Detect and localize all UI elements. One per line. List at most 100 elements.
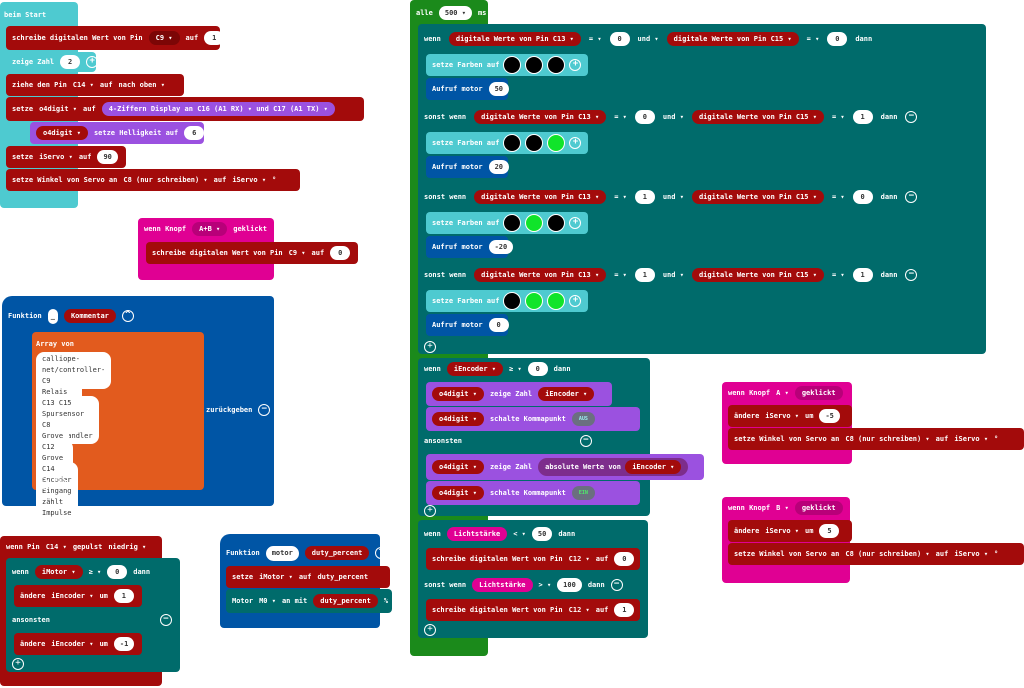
logic-dropdown[interactable]: und xyxy=(663,113,684,121)
collapse-icon[interactable]: ^ xyxy=(375,547,388,559)
function-name[interactable]: Kommentar xyxy=(63,309,116,323)
color-swatch-icon[interactable] xyxy=(547,214,566,232)
toggle-off[interactable]: AUS xyxy=(571,412,595,426)
operator-dropdown[interactable]: = xyxy=(614,193,627,201)
call-motor-block[interactable]: Aufruf motor-20 xyxy=(426,236,514,258)
plus-icon[interactable]: + xyxy=(424,505,436,517)
level-dropdown[interactable]: niedrig xyxy=(108,543,146,551)
variable-dropdown[interactable]: o4digit xyxy=(36,126,88,140)
color-swatch-icon[interactable] xyxy=(503,134,522,152)
plus-icon[interactable]: + xyxy=(86,56,99,68)
servo-angle-block[interactable]: setze Winkel von Servo an C8 (nur schrei… xyxy=(728,543,1024,565)
value-input[interactable]: 100 xyxy=(557,578,582,592)
pin-dropdown[interactable]: C12 xyxy=(569,606,590,614)
color-swatch-icon[interactable] xyxy=(503,292,522,310)
servo-input[interactable]: 90 xyxy=(97,150,118,164)
color-swatch-icon[interactable] xyxy=(547,134,566,152)
write-digital-block[interactable]: schreibe digitalen Wert von Pin C12 auf … xyxy=(426,599,640,621)
value-input[interactable]: -5 xyxy=(819,409,840,423)
write-digital-block[interactable]: schreibe digitalen Wert von Pin C9 auf 1 xyxy=(6,26,225,50)
variable-dropdown[interactable]: iServo xyxy=(39,153,73,161)
pull-direction-dropdown[interactable]: nach oben xyxy=(119,81,165,89)
logic-dropdown[interactable]: und xyxy=(663,271,684,279)
plus-icon[interactable]: + xyxy=(424,341,436,353)
value-input[interactable]: 0 xyxy=(107,565,128,579)
variable-dropdown[interactable]: iEncoder xyxy=(625,460,682,474)
value-input[interactable]: 50 xyxy=(531,527,553,541)
variable-dropdown[interactable]: o4digit xyxy=(39,105,77,113)
variable-dropdown[interactable]: iEncoder xyxy=(538,387,595,401)
variable-dropdown[interactable]: iEncoder xyxy=(51,592,93,600)
value-input[interactable]: 1 xyxy=(204,31,225,45)
servo-pin-dropdown[interactable]: C8 (nur schreiben) xyxy=(123,176,207,184)
change-iservo-block[interactable]: ändere iServo um -5 xyxy=(728,405,852,427)
operator-dropdown[interactable]: = xyxy=(614,271,627,279)
operator-dropdown[interactable]: = xyxy=(589,35,602,43)
operator-dropdown[interactable]: < xyxy=(513,530,526,538)
write-digital-block[interactable]: schreibe digitalen Wert von Pin C9 auf 0 xyxy=(146,242,358,264)
pin-dropdown[interactable]: C17 (A1 TX) xyxy=(273,105,328,113)
pin-dropdown[interactable]: C14 xyxy=(46,543,67,551)
minus-icon[interactable]: − xyxy=(905,269,918,281)
color-swatch-icon[interactable] xyxy=(547,292,566,310)
motor-value-input[interactable]: -20 xyxy=(488,240,514,254)
light-sensor[interactable]: Lichtstärke xyxy=(446,527,508,541)
show-number-block[interactable]: zeige Zahl 2 + xyxy=(6,52,99,72)
pin-dropdown[interactable]: C13 xyxy=(578,193,599,201)
variable-dropdown[interactable]: iEncoder xyxy=(446,362,504,376)
toggle-on[interactable]: EIN xyxy=(571,486,595,500)
value-input[interactable]: 1 xyxy=(634,268,655,282)
value-input[interactable]: 0 xyxy=(852,190,873,204)
value-input[interactable]: 0 xyxy=(634,110,655,124)
pin-dropdown[interactable]: C13 xyxy=(553,35,574,43)
change-iservo-block[interactable]: ändere iServo um 5 xyxy=(728,520,852,542)
plus-icon[interactable]: + xyxy=(569,137,582,149)
variable-dropdown[interactable]: o4digit xyxy=(432,460,484,474)
pin-dropdown[interactable]: C14 xyxy=(73,81,94,89)
pin-dropdown[interactable]: C15 xyxy=(796,271,817,279)
show-number-block[interactable]: o4digit zeige Zahl absolute Werte von iE… xyxy=(426,454,704,480)
port-dropdown[interactable]: M0 xyxy=(259,597,276,605)
variable-dropdown[interactable]: iMotor xyxy=(259,573,293,581)
show-number-block[interactable]: o4digit zeige Zahl iEncoder xyxy=(426,382,612,406)
value-input[interactable]: 0 xyxy=(330,246,351,260)
minus-icon[interactable]: − xyxy=(258,404,271,416)
pin-dropdown[interactable]: C9 xyxy=(289,249,306,257)
pin-dropdown[interactable]: C16 (A1 RX) xyxy=(197,105,252,113)
color-swatch-icon[interactable] xyxy=(525,56,544,74)
variable-dropdown[interactable]: iServo xyxy=(765,412,799,420)
servo-angle-block[interactable]: setze Winkel von Servo an C8 (nur schrei… xyxy=(728,428,1024,450)
param-name[interactable]: duty_percent xyxy=(304,546,370,560)
set-colors-block[interactable]: setze Farben auf+ xyxy=(426,54,588,76)
plus-icon[interactable]: + xyxy=(424,624,436,636)
decimal-point-block[interactable]: o4digit schalte Kommapunkt AUS xyxy=(426,407,640,431)
value-input[interactable]: 1 xyxy=(852,110,873,124)
write-digital-block[interactable]: schreibe digitalen Wert von Pin C12 auf … xyxy=(426,548,640,570)
speed-param[interactable]: duty_percent xyxy=(313,594,378,608)
plus-icon[interactable]: + xyxy=(569,217,582,229)
pin-dropdown[interactable]: C15 xyxy=(796,113,817,121)
color-swatch-icon[interactable] xyxy=(525,134,544,152)
pin-dropdown[interactable]: C9 xyxy=(148,31,180,45)
motor-block[interactable]: Motor M0 an mit duty_percent % xyxy=(226,589,392,613)
variable-dropdown[interactable]: iMotor xyxy=(34,565,83,579)
number-input[interactable]: 2 xyxy=(60,55,81,69)
operator-dropdown[interactable]: = xyxy=(832,113,845,121)
variable-dropdown[interactable]: iServo xyxy=(232,176,266,184)
value-input[interactable]: 0 xyxy=(614,552,635,566)
color-swatch-icon[interactable] xyxy=(503,214,522,232)
logic-dropdown[interactable]: und xyxy=(638,35,659,43)
operator-dropdown[interactable]: = xyxy=(832,193,845,201)
pull-pin-block[interactable]: ziehe den Pin C14 auf nach oben xyxy=(6,74,184,96)
pin-dropdown[interactable]: C12 xyxy=(569,555,590,563)
pin-dropdown[interactable]: C15 xyxy=(771,35,792,43)
value-input[interactable]: 5 xyxy=(819,524,840,538)
operator-dropdown[interactable]: ≥ xyxy=(509,365,522,373)
button-dropdown[interactable]: A+B xyxy=(192,222,228,236)
plus-icon[interactable]: + xyxy=(54,477,66,489)
logic-dropdown[interactable]: und xyxy=(663,193,684,201)
variable-dropdown[interactable]: o4digit xyxy=(432,387,484,401)
